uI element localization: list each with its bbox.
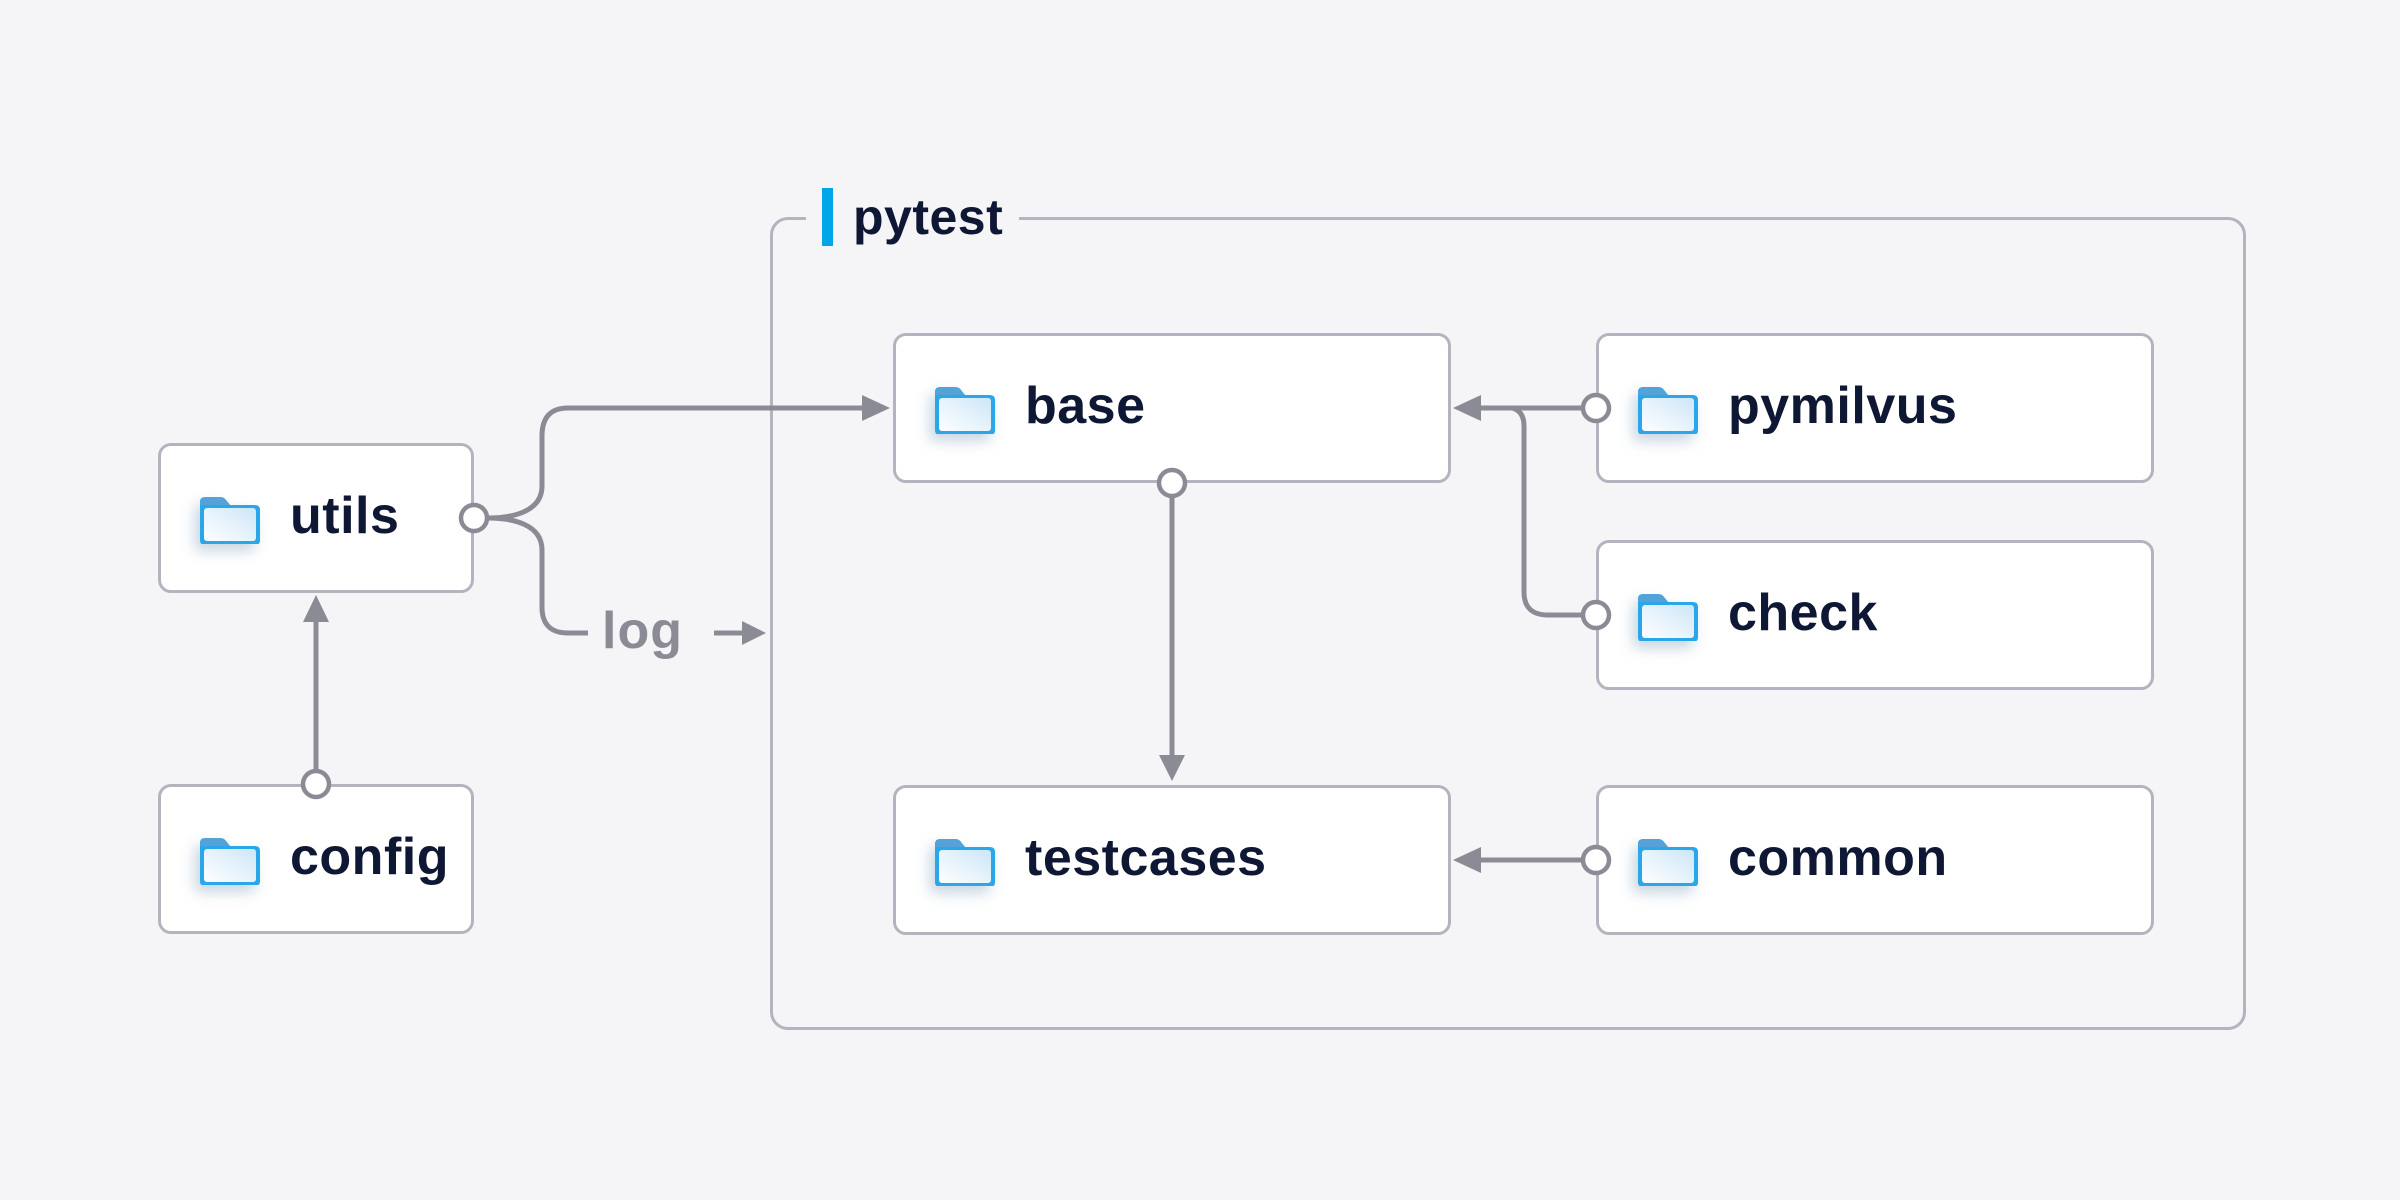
arrowhead-up-icon [303, 595, 329, 622]
folder-icon [200, 838, 260, 885]
node-label: pymilvus [1728, 377, 1958, 435]
node-config: config [158, 784, 474, 934]
folder-icon [200, 497, 260, 544]
log-arrow-icon [742, 621, 766, 645]
node-label: utils [290, 487, 400, 545]
node-label: common [1728, 829, 1948, 887]
node-base: base [893, 333, 1451, 483]
folder-icon [1638, 387, 1698, 434]
node-label: base [1025, 377, 1146, 435]
log-edge-label: log [602, 602, 683, 660]
node-pymilvus: pymilvus [1596, 333, 2154, 483]
accent-bar-icon [822, 188, 833, 246]
node-label: config [290, 828, 449, 886]
pytest-container-box [770, 217, 2246, 1030]
folder-icon [935, 839, 995, 886]
folder-icon [1638, 839, 1698, 886]
node-testcases: testcases [893, 785, 1451, 935]
folder-icon [935, 387, 995, 434]
node-check: check [1596, 540, 2154, 690]
node-label: check [1728, 584, 1878, 642]
edge-utils-log [487, 515, 588, 636]
folder-icon [1638, 594, 1698, 641]
node-common: common [1596, 785, 2154, 935]
node-label: testcases [1025, 829, 1267, 887]
pytest-label: pytest [806, 185, 1020, 249]
pytest-label-text: pytest [853, 189, 1004, 245]
node-utils: utils [158, 443, 474, 593]
